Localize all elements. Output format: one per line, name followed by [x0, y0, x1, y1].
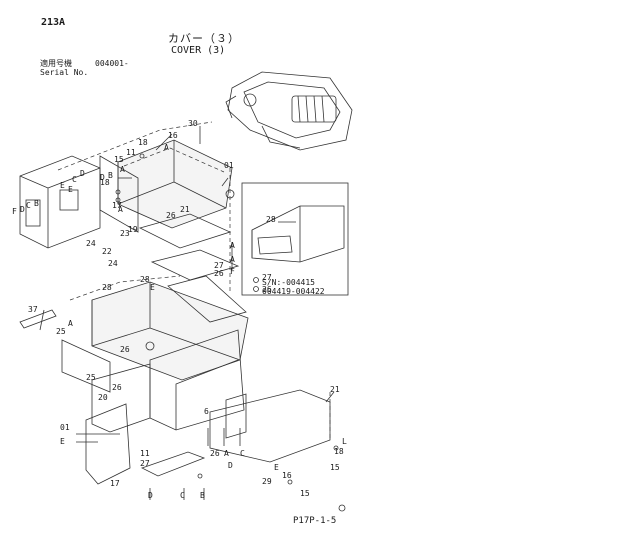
machine-overview-sketch — [225, 71, 353, 151]
callout-label: 25 — [56, 327, 66, 336]
callout-label: 17 — [112, 201, 122, 210]
callout-label: C — [26, 201, 31, 210]
callout-label: D — [100, 173, 105, 182]
callout-label: 11 — [126, 148, 136, 157]
callout-label: 24 — [108, 259, 118, 268]
callout-label: 22 — [102, 247, 112, 256]
callout-label: 6 — [204, 407, 209, 416]
page-code: P17P-1-5 — [293, 516, 337, 526]
svg-text:28: 28 — [266, 215, 276, 224]
callout-label: 26 — [166, 211, 176, 220]
callout-label: 16 — [282, 471, 292, 480]
serial-label-japanese: 適用号機 — [40, 59, 72, 68]
callout-label: D — [148, 491, 153, 500]
callout-label: E — [60, 181, 65, 190]
callout-label: 26 — [112, 383, 122, 392]
callout-label: D — [228, 461, 233, 470]
callout-label: A — [224, 449, 229, 458]
callout-label: 20 — [98, 393, 108, 402]
callout-label: A — [118, 205, 123, 214]
callout-label: L — [342, 437, 347, 446]
callout-label: B — [200, 491, 205, 500]
callout-label: 01 — [224, 161, 234, 170]
callout-label: 24 — [86, 239, 96, 248]
callout-label: F — [230, 267, 235, 276]
callout-label: 18 — [138, 138, 148, 147]
callout-label: A — [230, 255, 235, 264]
callout-label: 37 — [28, 305, 38, 314]
upper-cover-assembly — [19, 121, 240, 292]
callout-label: 21 — [180, 205, 190, 214]
inset-detail-box: 28 27 26 — [241, 182, 349, 296]
callout-label: 15 — [300, 489, 310, 498]
callout-label: B — [108, 171, 113, 180]
callout-label: C — [72, 175, 77, 184]
callout-label: 28 — [102, 283, 112, 292]
callout-label: A — [230, 241, 235, 250]
fastener-symbols — [115, 153, 346, 512]
leader-lines — [39, 126, 335, 500]
callout-label: 16 — [168, 131, 178, 140]
callout-label: 25 — [86, 373, 96, 382]
callout-label: 18 — [100, 178, 110, 187]
serial-value: 004001- — [95, 59, 129, 68]
callout-label: 01 — [60, 423, 70, 432]
callout-label: 18 — [334, 447, 344, 456]
callout-label: D — [20, 205, 25, 214]
inset-serial-range-2: 004419-004422 — [262, 287, 325, 296]
callout-labels: 30 16 18 11 A 15 B 18 A 17 01 E D C D E … — [12, 119, 347, 500]
callout-label: 17 — [110, 479, 120, 488]
callout-label: E — [274, 463, 279, 472]
svg-text:27: 27 — [262, 273, 272, 282]
callout-label: 23 — [120, 229, 130, 238]
callout-label: 28 — [140, 275, 150, 284]
callout-label: B — [34, 199, 39, 208]
callout-label: 19 — [128, 225, 138, 234]
sheet-code: 213A — [41, 17, 66, 28]
title-english: COVER (3) — [171, 45, 226, 56]
callout-label: 30 — [188, 119, 198, 128]
callout-label: E — [68, 185, 73, 194]
callout-label: 21 — [330, 385, 340, 394]
callout-label: E — [150, 283, 155, 292]
callout-label: 26 — [120, 345, 130, 354]
serial-label-english: Serial No. — [40, 68, 89, 77]
callout-label: 15 — [330, 463, 340, 472]
title-japanese: カバー（３） — [168, 32, 240, 45]
callout-label: 26 — [210, 449, 220, 458]
callout-label: C — [180, 491, 185, 500]
callout-label: 27 — [214, 261, 224, 270]
callout-label: E — [60, 437, 65, 446]
callout-label: C — [240, 449, 245, 458]
inset-serial-range-1: S/N:-004415 — [262, 278, 315, 287]
lower-cover-assembly — [19, 275, 331, 485]
callout-label: 11 — [140, 449, 150, 458]
callout-label: 26 — [214, 269, 224, 278]
callout-label: F — [12, 207, 17, 216]
callout-label: D — [80, 169, 85, 178]
svg-text:26: 26 — [262, 285, 272, 294]
callout-label: A — [164, 143, 169, 152]
callout-label: 15 — [114, 155, 124, 164]
callout-label: 29 — [262, 477, 272, 486]
callout-label: 27 — [140, 459, 150, 468]
callout-label: A — [68, 319, 73, 328]
callout-label: A — [120, 165, 125, 174]
